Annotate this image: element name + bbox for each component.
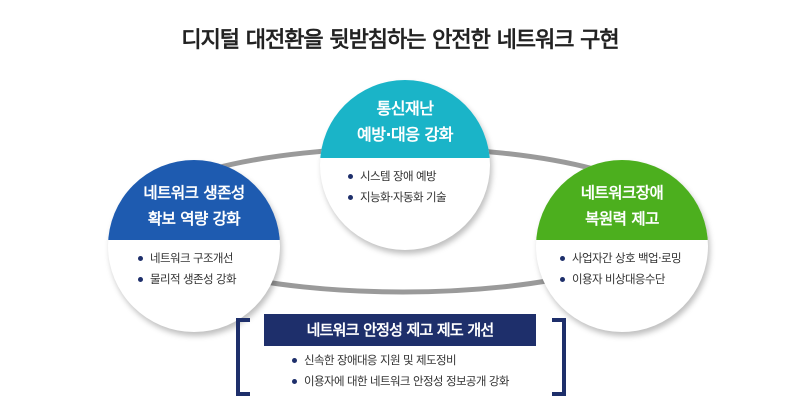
circle-disaster-prevention-title-2: 예방·대응 강화 xyxy=(357,125,453,144)
circle-disaster-prevention-header: 통신재난 예방·대응 강화 xyxy=(320,80,490,158)
circle-network-survivability-title-1: 네트워크 생존성 xyxy=(143,184,245,202)
circle-network-resilience-title-1: 네트워크장애 xyxy=(580,184,664,202)
bracket-left xyxy=(236,318,250,396)
bracket-right xyxy=(552,318,566,396)
circle-disaster-prevention-list: 시스템 장애 예방 지능화·자동화 기술 xyxy=(346,166,447,208)
list-item: 사업자간 상호 백업·로밍 xyxy=(558,248,682,269)
circle-network-resilience: 네트워크장애 복원력 제고 사업자간 상호 백업·로밍 이용자 비상대응수단 xyxy=(536,160,708,332)
list-item: 네트워크 구조개선 xyxy=(136,248,236,269)
circle-network-resilience-title-2: 복원력 제고 xyxy=(585,210,659,228)
circle-disaster-prevention: 통신재난 예방·대응 강화 시스템 장애 예방 지능화·자동화 기술 xyxy=(320,80,490,250)
circle-network-resilience-header: 네트워크장애 복원력 제고 xyxy=(536,160,708,240)
institutional-improvement-banner: 네트워크 안정성 제고 제도 개선 xyxy=(264,314,536,346)
institutional-improvement-list: 신속한 장애대응 지원 및 제도정비 이용자에 대한 네트워크 안정성 정보공개… xyxy=(290,350,510,392)
list-item: 물리적 생존성 강화 xyxy=(136,269,237,290)
list-item: 지능화·자동화 기술 xyxy=(346,187,447,208)
list-item: 신속한 장애대응 지원 및 제도정비 xyxy=(290,350,509,371)
page-title: 디지털 대전환을 뒷받침하는 안전한 네트워크 구현 xyxy=(181,28,619,53)
circle-network-survivability: 네트워크 생존성 확보 역량 강화 네트워크 구조개선 물리적 생존성 강화 xyxy=(108,160,280,332)
circle-disaster-prevention-title-1: 통신재난 xyxy=(376,99,434,118)
list-item: 시스템 장애 예방 xyxy=(346,166,446,187)
circle-network-survivability-title-2: 확보 역량 강화 xyxy=(147,210,241,228)
list-item: 이용자에 대한 네트워크 안정성 정보공개 강화 xyxy=(290,371,510,392)
list-item: 이용자 비상대응수단 xyxy=(558,269,681,290)
circle-network-survivability-header: 네트워크 생존성 확보 역량 강화 xyxy=(108,160,280,240)
circle-network-resilience-list: 사업자간 상호 백업·로밍 이용자 비상대응수단 xyxy=(558,248,682,290)
circle-network-survivability-list: 네트워크 구조개선 물리적 생존성 강화 xyxy=(136,248,237,290)
